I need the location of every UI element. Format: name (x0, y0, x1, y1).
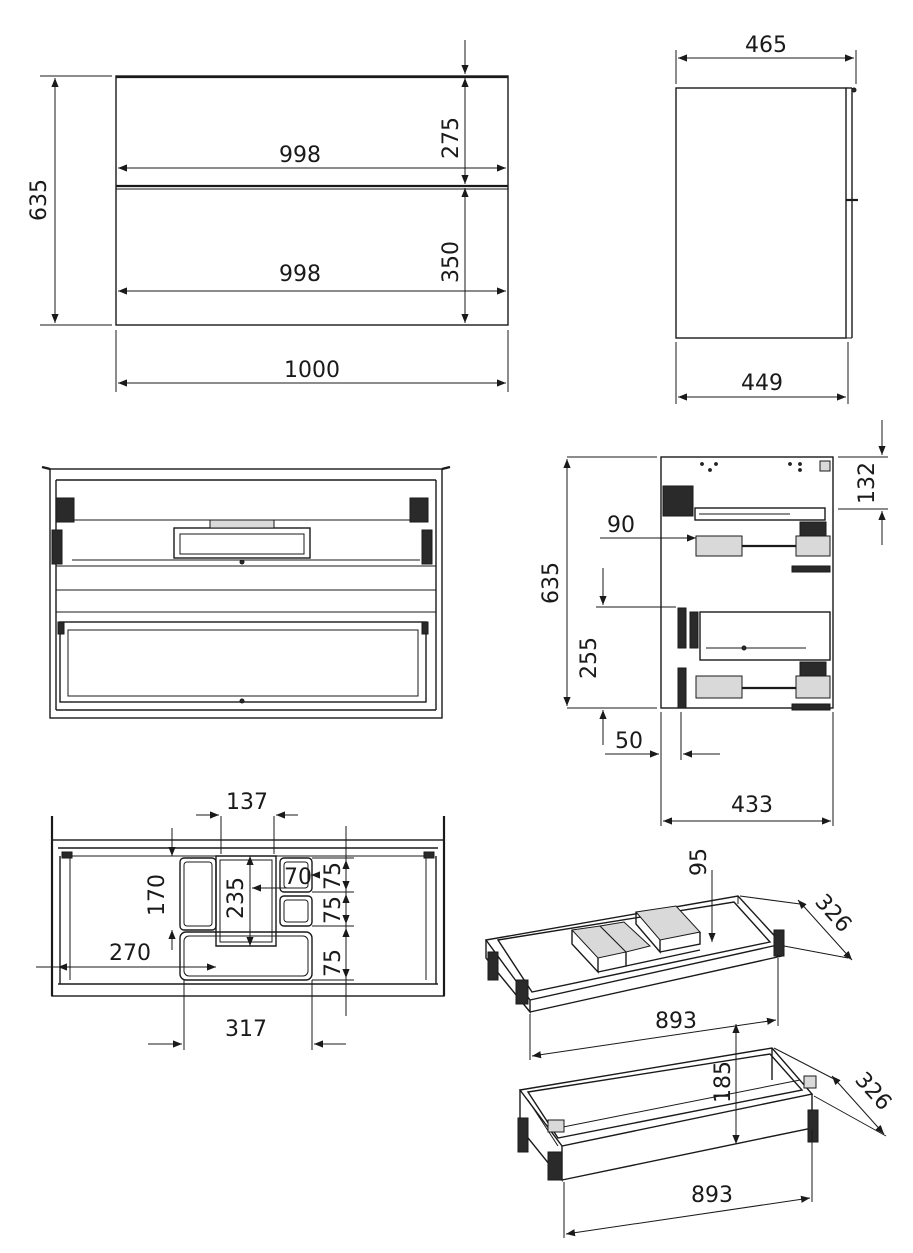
dim-drawer-width-top: 998 (279, 143, 321, 168)
dim-section-depth: 433 (731, 793, 773, 818)
runner-left-top (55, 497, 75, 523)
dim-organizer-small-width: 70 (284, 865, 312, 890)
section-view: 635 132 90 255 50 433 (539, 420, 888, 826)
dim-upper-drawer-height: 95 (687, 848, 712, 876)
dim-section-drawer-offset: 90 (607, 513, 635, 538)
dim-front-height: 635 (27, 179, 52, 221)
dim-section-top-gap: 132 (855, 462, 880, 504)
runner-right-top (409, 497, 429, 523)
dim-upper-drawer-width: 893 (655, 1009, 697, 1034)
dim-organizer-row-1: 75 (321, 862, 346, 890)
dim-side-depth-top: 465 (745, 33, 787, 58)
dim-section-lower-height: 255 (577, 637, 602, 679)
organizer-tray (179, 855, 313, 981)
basin-outline (173, 527, 311, 559)
top-view: 137 170 235 70 75 75 75 270 317 (36, 790, 446, 1050)
upper-drawer-iso: 95 326 893 (484, 848, 856, 1060)
dim-organizer-width-top: 137 (226, 790, 268, 815)
dim-upper-drawer-depth: 326 (809, 890, 856, 938)
side-view: 465 449 (675, 33, 858, 404)
open-front-view (41, 465, 451, 719)
dim-drawer-height-top: 275 (439, 117, 464, 159)
dim-organizer-total-width: 317 (225, 1017, 267, 1042)
dim-drawer-height-bottom: 350 (439, 241, 464, 283)
dim-drawer-width-bottom: 998 (279, 262, 321, 287)
front-view: 635 998 998 275 350 1000 (27, 40, 509, 392)
lower-drawer-iso: 185 326 893 (517, 1024, 896, 1238)
open-cabinet-outline (49, 468, 443, 719)
dim-organizer-depth-left: 170 (145, 874, 170, 916)
dim-lower-drawer-depth: 326 (849, 1068, 896, 1116)
dim-lower-drawer-height: 185 (711, 1061, 736, 1103)
cabinet-front-outline (115, 75, 509, 326)
dim-organizer-depth-center: 235 (224, 877, 249, 919)
dim-section-foot-offset: 50 (615, 729, 643, 754)
hinge-plate (662, 485, 694, 517)
dim-front-width: 1000 (284, 358, 340, 383)
dim-organizer-offset: 270 (109, 941, 151, 966)
dim-side-depth-bottom: 449 (741, 371, 783, 396)
cabinet-side-outline (675, 87, 847, 339)
dim-organizer-row-3: 75 (321, 949, 346, 977)
dim-section-height: 635 (539, 562, 564, 604)
dim-lower-drawer-width: 893 (691, 1183, 733, 1208)
dim-organizer-row-2: 75 (321, 896, 346, 924)
